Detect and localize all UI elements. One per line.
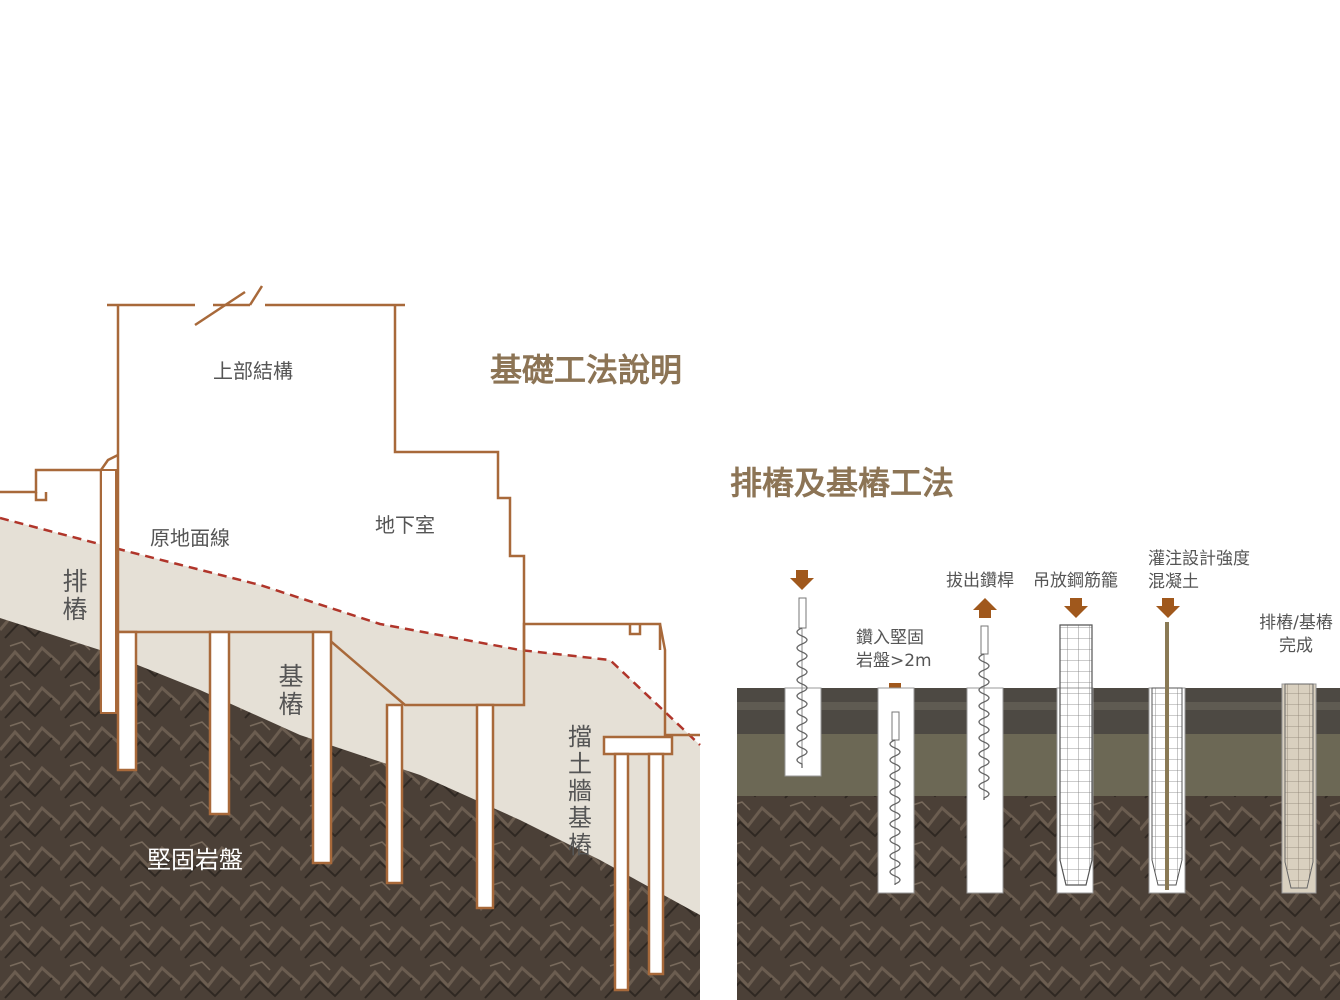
step-label-rebar-cage: 吊放鋼筋籠	[1033, 570, 1118, 591]
basement-label: 地下室	[375, 513, 435, 537]
retaining-wall-pile-label: 擋土牆基樁	[568, 723, 592, 859]
step-drill-bedrock: 鑽入堅固岩盤>2m	[856, 628, 932, 894]
step-label-complete: 排樁/基樁完成	[1259, 613, 1333, 656]
bedrock-layer-right	[737, 796, 1340, 1000]
topsoil-band	[737, 702, 1340, 710]
rebar-cage	[1059, 624, 1093, 886]
section-title: 排樁及基樁工法	[730, 464, 954, 502]
step-label-drill-bedrock: 鑽入堅固岩盤>2m	[856, 628, 932, 671]
retaining-wall-pile	[647, 752, 665, 976]
arrow-up-icon	[973, 598, 997, 618]
tremie-pipe	[1165, 622, 1169, 890]
arrow-down-icon	[1156, 598, 1180, 618]
superstructure-label: 上部結構	[213, 359, 293, 383]
step-drill-start	[784, 570, 822, 777]
foundation-pile-label: 基樁	[278, 662, 303, 719]
foundation-piles	[116, 630, 495, 910]
retaining-wall-pile	[613, 752, 630, 992]
arrow-down-icon	[1064, 598, 1088, 618]
step-complete: 排樁/基樁完成	[1259, 613, 1333, 894]
main-title: 基礎工法說明	[490, 351, 682, 389]
step-extract-rod: 拔出鑽桿	[946, 571, 1014, 894]
bedrock-label: 堅固岩盤	[147, 846, 243, 874]
auger-icon	[796, 627, 808, 768]
building-outline	[0, 285, 700, 737]
step-rebar-cage: 吊放鋼筋籠	[1033, 570, 1118, 894]
soil-grass-layer	[737, 734, 1340, 796]
retaining-wall-foundation	[602, 735, 674, 992]
topsoil-dark-layer	[737, 688, 1340, 734]
original-ground-line	[0, 516, 701, 746]
row-pile-label: 排樁	[62, 567, 87, 624]
step-pour-concrete: 灌注設計強度混凝土	[1148, 549, 1250, 894]
step-label-pour-concrete: 灌注設計強度混凝土	[1148, 549, 1250, 592]
original-ground-line-label: 原地面線	[150, 526, 230, 550]
bedrock-layer	[0, 618, 700, 1000]
right-section: 鑽入堅固岩盤>2m 拔出鑽桿 吊放鋼筋籠 灌注設計強度混凝土	[737, 549, 1340, 1000]
foundation-pile	[475, 703, 495, 910]
arrow-down-icon	[790, 570, 814, 590]
row-pile	[100, 469, 117, 714]
foundation-pile	[385, 703, 404, 885]
rebar-cage	[1284, 683, 1314, 889]
step-label-extract-rod: 拔出鑽桿	[946, 571, 1014, 591]
foundation-pile	[311, 630, 333, 865]
auger-icon	[889, 739, 901, 885]
foundation-pile	[208, 630, 231, 816]
left-section: 上部結構 地下室 原地面線 堅固岩盤 排樁 基樁 擋土牆基樁	[0, 285, 701, 1000]
foundation-pile	[116, 630, 138, 772]
auger-icon	[978, 653, 990, 800]
